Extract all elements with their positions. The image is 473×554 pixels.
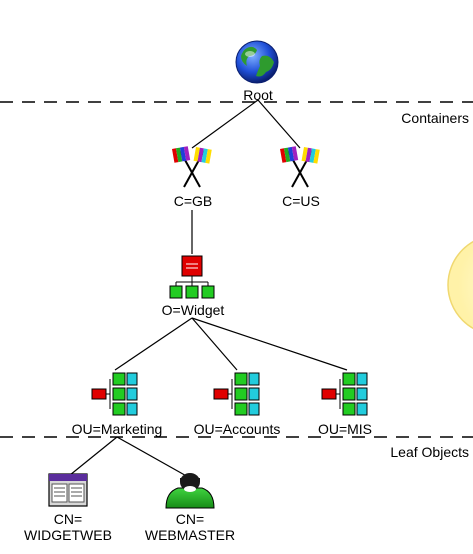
web-server-icon (48, 473, 88, 507)
root-label: Root (243, 87, 273, 103)
yellow-highlight-circle (447, 240, 473, 330)
o-widget-label: O=Widget (162, 302, 225, 318)
c-gb-node[interactable]: C=GB (172, 146, 212, 209)
cn-widgetweb-label-line1: CN= (54, 511, 82, 527)
organizational-unit-icon (321, 372, 368, 416)
country-flags-icon (172, 146, 212, 188)
cn-webmaster-label-line2: WEBMASTER (145, 527, 235, 543)
cn-webmaster-label-line1: CN= (176, 511, 204, 527)
organization-icon (169, 255, 215, 299)
ou-mis-label: OU=MIS (318, 421, 372, 437)
ou-accounts-label: OU=Accounts (194, 421, 281, 437)
c-us-node[interactable]: C=US (280, 146, 320, 209)
containers-label: Containers (401, 110, 469, 126)
ou-accounts-node[interactable]: OU=Accounts (194, 372, 281, 437)
root-node[interactable]: Root (235, 40, 279, 103)
ou-marketing-label: OU=Marketing (72, 421, 163, 437)
leaf-objects-label: Leaf Objects (390, 444, 469, 460)
tree-connectors (69, 99, 348, 479)
cn-webmaster-node[interactable]: CN= WEBMASTER (145, 473, 235, 543)
o-widget-node[interactable]: O=Widget (162, 255, 225, 318)
ou-marketing-node[interactable]: OU=Marketing (72, 372, 163, 437)
country-flags-icon (280, 146, 320, 188)
c-gb-label: C=GB (174, 193, 213, 209)
c-us-label: C=US (282, 193, 320, 209)
organizational-unit-icon (91, 372, 138, 416)
ou-mis-node[interactable]: OU=MIS (318, 372, 372, 437)
globe-icon (235, 40, 279, 84)
user-icon (165, 473, 215, 509)
organizational-unit-icon (213, 372, 260, 416)
cn-widgetweb-node[interactable]: CN= WIDGETWEB (24, 473, 112, 543)
cn-widgetweb-label-line2: WIDGETWEB (24, 527, 112, 543)
